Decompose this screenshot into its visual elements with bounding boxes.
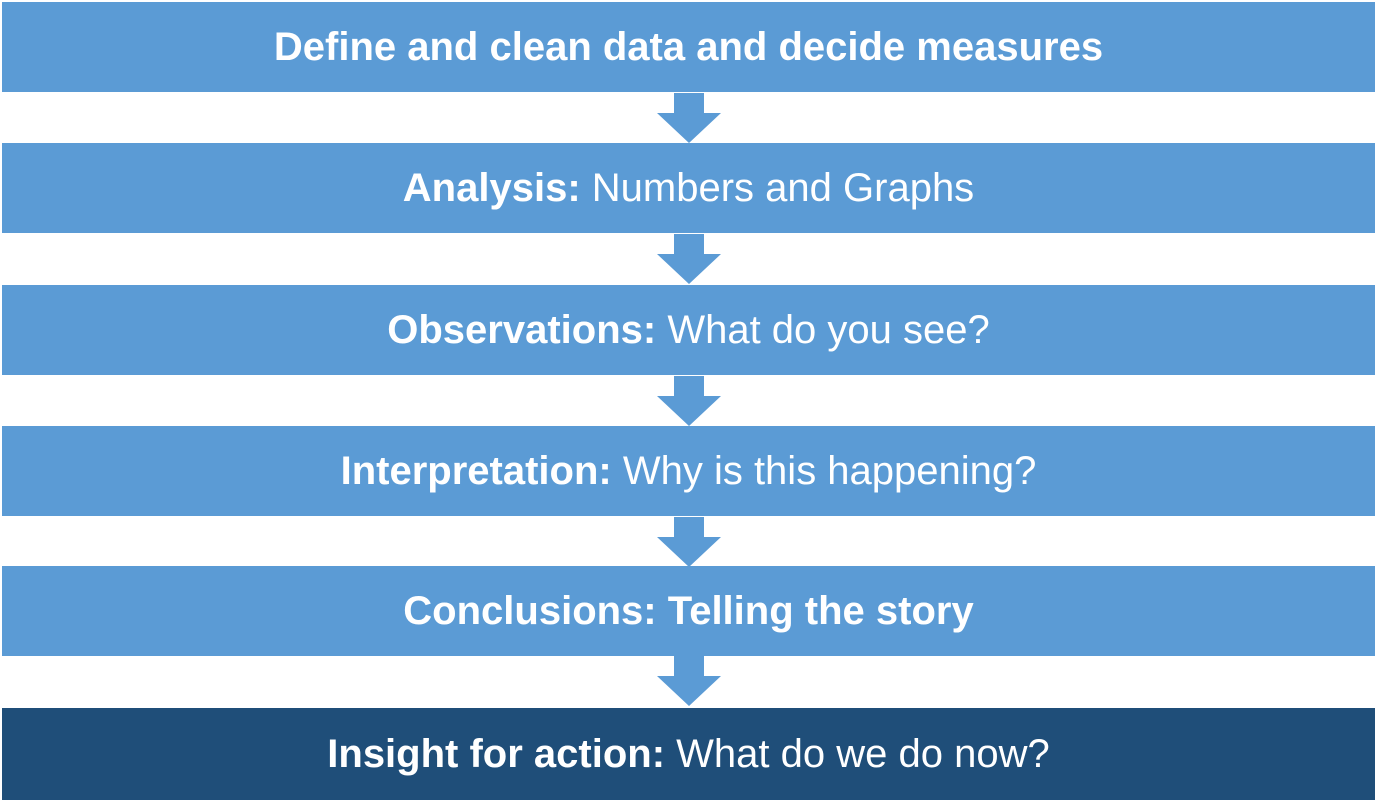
step-lead-text: Observations: (387, 307, 657, 352)
down-arrow-icon (657, 234, 721, 284)
step-insight-for-action: Insight for action: What do we do now? (2, 708, 1375, 800)
step-conclusions: Conclusions: Telling the story (2, 566, 1375, 656)
step-rest-text: Numbers and Graphs (591, 165, 975, 210)
step-lead-text: Analysis: (402, 165, 581, 210)
down-arrow-icon (657, 517, 721, 567)
step-lead-text: Define and clean data and decide measure… (273, 24, 1104, 69)
step-analysis: Analysis: Numbers and Graphs (2, 143, 1375, 233)
step-define-data: Define and clean data and decide measure… (2, 2, 1375, 92)
step-lead-text: Conclusions: Telling the story (403, 588, 974, 633)
down-arrow-icon (657, 376, 721, 426)
step-lead-text: Interpretation: (340, 448, 612, 493)
step-rest-text: What do you see? (667, 307, 990, 352)
step-rest-text: Why is this happening? (622, 448, 1037, 493)
down-arrow-icon (657, 93, 721, 143)
down-arrow-icon (657, 656, 721, 706)
step-interpretation: Interpretation: Why is this happening? (2, 426, 1375, 516)
step-lead-text: Insight for action: (327, 731, 666, 776)
step-observations: Observations: What do you see? (2, 285, 1375, 375)
step-rest-text: What do we do now? (676, 731, 1050, 776)
